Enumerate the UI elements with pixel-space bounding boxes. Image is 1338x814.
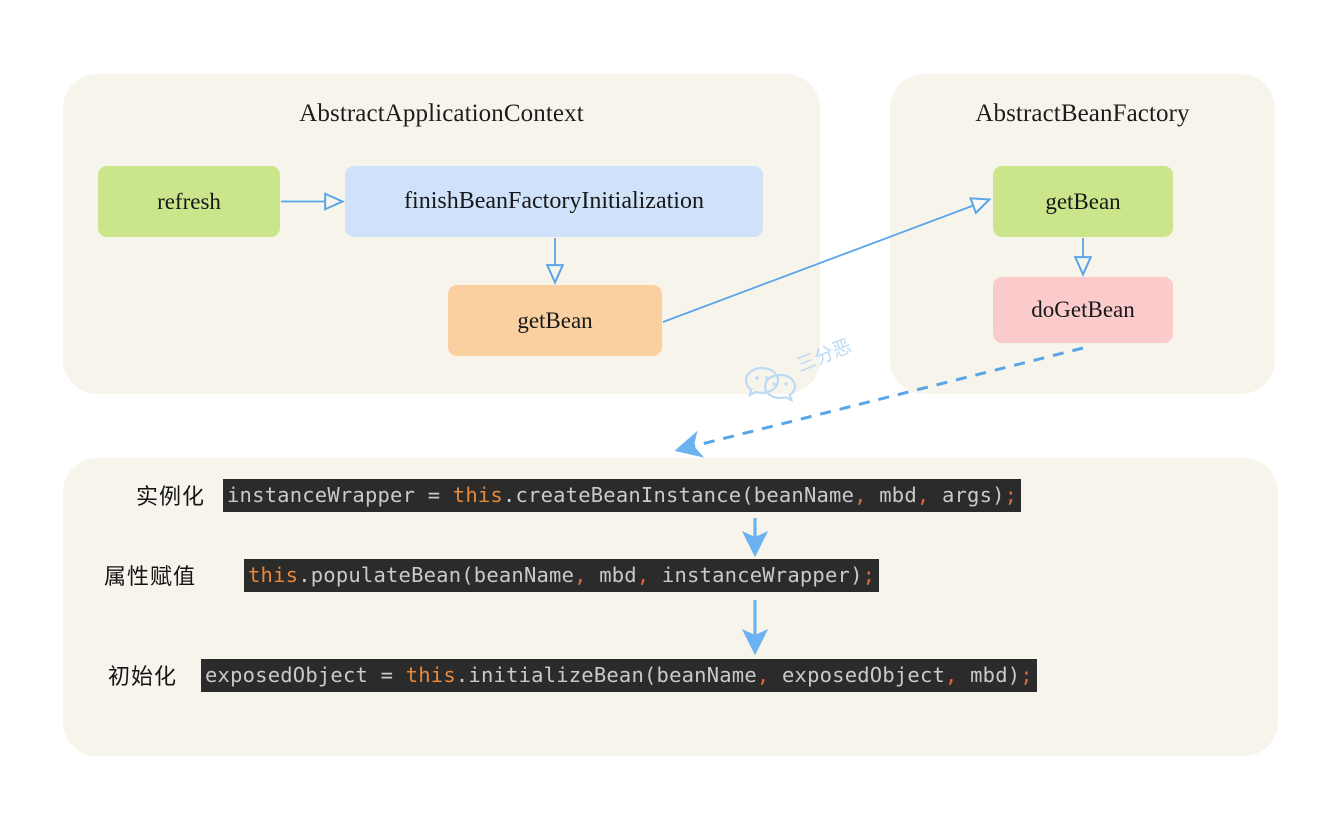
node-finish-bean-factory-initialization[interactable]: finishBeanFactoryInitialization — [345, 166, 763, 237]
node-context-get-bean[interactable]: getBean — [448, 285, 662, 356]
node-refresh[interactable]: refresh — [98, 166, 280, 237]
code-snippet-populate-bean[interactable]: this.populateBean(beanName, mbd, instanc… — [244, 558, 880, 592]
code-row-label-initialize: 初始化 — [108, 665, 178, 690]
node-do-get-bean[interactable]: doGetBean — [993, 277, 1173, 343]
watermark-text: 三分恶 — [794, 338, 855, 377]
watermark: 三分恶 — [744, 338, 855, 403]
code-row-instantiation: 实例化 instanceWrapper = this.createBeanIns… — [136, 478, 1022, 512]
code-row-populate: 属性赋值 this.populateBean(beanName, mbd, in… — [104, 558, 880, 592]
code-row-initialize: 初始化 exposedObject = this.initializeBean(… — [108, 658, 1037, 692]
panel-title-abstract-application-context: AbstractApplicationContext — [299, 100, 584, 127]
code-row-label-populate: 属性赋值 — [104, 565, 197, 590]
panel-title-abstract-bean-factory: AbstractBeanFactory — [975, 100, 1190, 127]
code-snippet-create-bean-instance[interactable]: instanceWrapper = this.createBeanInstanc… — [223, 478, 1022, 512]
node-factory-get-bean[interactable]: getBean — [993, 166, 1173, 237]
code-row-label-instantiation: 实例化 — [136, 485, 206, 510]
code-snippet-initialize-bean[interactable]: exposedObject = this.initializeBean(bean… — [201, 658, 1037, 692]
wechat-icon — [744, 366, 797, 403]
